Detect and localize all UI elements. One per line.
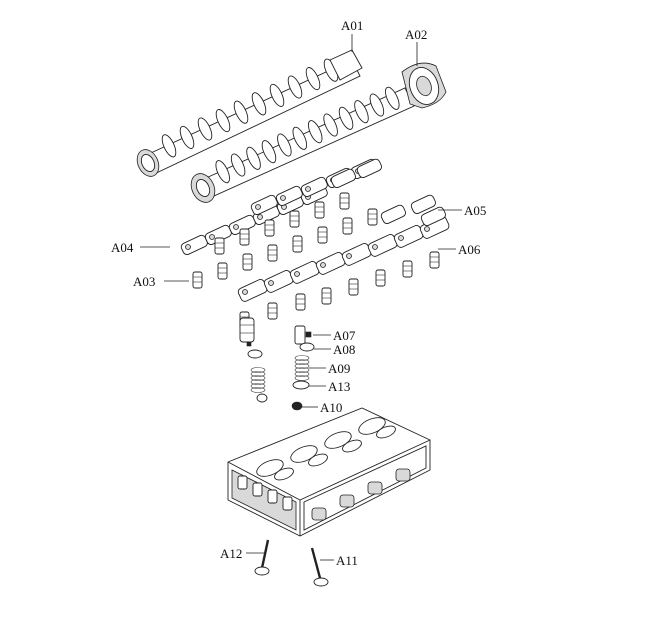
leader-lines: [140, 34, 462, 561]
callout-a10: A10: [320, 400, 342, 415]
camshaft-a02: [190, 62, 447, 203]
stack-lifter-right: [294, 325, 306, 345]
callout-a09: A09: [328, 361, 350, 376]
valve-spring-left: [250, 367, 266, 393]
callout-a07: A07: [333, 328, 356, 343]
valve-keeper-a07: [305, 331, 312, 338]
callout-a03: A03: [133, 274, 155, 289]
intake-valve-a11: [310, 547, 329, 587]
rocker-arm-group: [180, 158, 450, 302]
callout-a08: A08: [333, 342, 355, 357]
callout-a04: A04: [111, 240, 134, 255]
callout-labels: A01 A02 A03 A04 A05 A06 A07 A08 A09 A13 …: [111, 18, 486, 568]
spring-seat-a13: [292, 380, 310, 390]
callout-a06: A06: [458, 242, 481, 257]
lifter-group: [192, 192, 440, 329]
exhaust-valve-a12: [254, 539, 270, 576]
callout-a01: A01: [341, 18, 363, 33]
camshaft-a01: [136, 49, 363, 177]
callout-a11: A11: [336, 553, 358, 568]
callout-a12: A12: [220, 546, 242, 561]
cylinder-head: [227, 407, 431, 537]
stack-lifter-left: [239, 317, 255, 343]
valve-stem-seal-a10: [291, 401, 303, 411]
callout-a05: A05: [464, 203, 486, 218]
valve-spring-a09: [294, 355, 310, 381]
valve-train-stack: [239, 317, 315, 411]
callout-a13: A13: [328, 379, 350, 394]
callout-a02: A02: [405, 27, 427, 42]
spring-retainer-a08: [299, 342, 315, 352]
